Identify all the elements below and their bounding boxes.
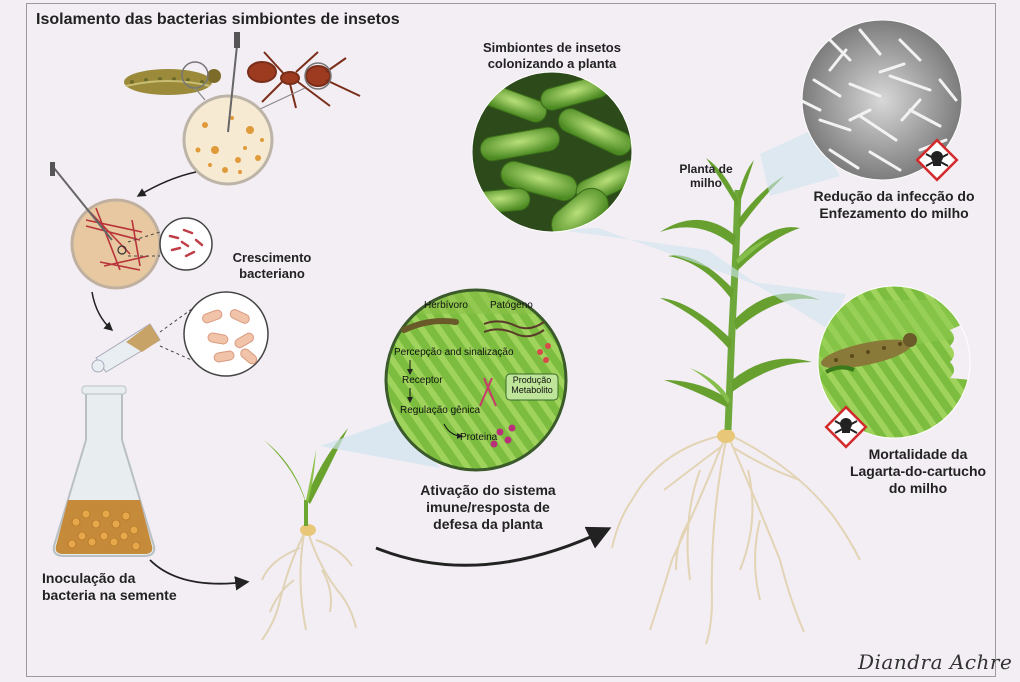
hazard-skull-icon bbox=[915, 138, 959, 182]
activation-label-line: Ativação do sistema bbox=[420, 482, 556, 498]
figure-border bbox=[26, 3, 996, 677]
production-label-line: Produção bbox=[512, 375, 552, 385]
production-label: Produção Metabolito bbox=[506, 375, 558, 396]
mortality-label-line: Mortalidade da bbox=[868, 446, 968, 462]
symbiont-bacteria-icon bbox=[471, 71, 633, 233]
seedling-icon bbox=[261, 428, 357, 641]
arrow-icon bbox=[149, 559, 250, 591]
perception-label: Percepção and sinalização bbox=[394, 347, 514, 358]
inoculation-label-line: Inoculação da bbox=[42, 570, 136, 586]
pathogen-label: Patógeno bbox=[490, 300, 533, 311]
activation-label-line: defesa da planta bbox=[433, 515, 543, 532]
author-signature: Diandra Achre bbox=[858, 650, 1013, 674]
bacteria-zoom-icon bbox=[127, 217, 213, 271]
flask-icon bbox=[52, 385, 156, 557]
arrow-icon bbox=[91, 291, 114, 331]
reduction-label-line: Enfezamento do milho bbox=[819, 204, 969, 221]
inoculation-label-line: bacteria na semente bbox=[42, 586, 177, 603]
figure-title: Isolamento das bacterias simbiontes de i… bbox=[36, 11, 400, 28]
protein-label: Proteina bbox=[460, 432, 498, 443]
mortality-label-line: do milho bbox=[888, 479, 948, 496]
callout-cone bbox=[752, 282, 846, 330]
symbionts-label-line: colonizando a planta bbox=[487, 55, 617, 71]
pathogen-micrograph-icon bbox=[801, 19, 963, 181]
plant-label-line: milho bbox=[690, 176, 722, 191]
connector-line bbox=[257, 87, 306, 111]
caterpillar-damage-icon bbox=[817, 285, 971, 439]
activation-label: Ativação do sistema imune/resposta de de… bbox=[388, 482, 588, 532]
connector-line bbox=[159, 305, 197, 333]
activation-label-line: imune/resposta de bbox=[426, 498, 550, 515]
reduction-label: Redução da infecção do Enfezamento do mi… bbox=[796, 188, 992, 222]
streak-plate-icon bbox=[50, 162, 162, 290]
hazard-skull-icon bbox=[824, 405, 868, 449]
arrow-icon bbox=[375, 526, 612, 567]
plant-label: Planta de milho bbox=[668, 162, 744, 191]
mortality-label-line: Lagarta-do-cartucho bbox=[849, 462, 987, 479]
growth-label-line: Crescimento bbox=[232, 250, 312, 265]
caterpillar-icon bbox=[124, 61, 221, 95]
arrow-icon bbox=[136, 171, 197, 197]
ant-icon bbox=[247, 51, 361, 109]
receptor-label: Receptor bbox=[402, 375, 443, 386]
symbionts-label: Simbiontes de insetos colonizando a plan… bbox=[452, 40, 652, 71]
reduction-label-line: Redução da infecção do bbox=[813, 188, 975, 204]
centrifuge-tube-icon bbox=[91, 323, 161, 373]
regulation-label: Regulação gênica bbox=[400, 405, 481, 416]
symbionts-label-line: Simbiontes de insetos bbox=[483, 40, 621, 55]
production-label-line: Metabolito bbox=[511, 384, 553, 395]
inoculation-label: Inoculação da bacteria na semente bbox=[42, 570, 222, 604]
petri-dish-icon bbox=[182, 32, 274, 186]
connector-line bbox=[194, 87, 206, 101]
plant-label-line: Planta de bbox=[679, 162, 733, 176]
mortality-label: Mortalidade da Lagarta-do-cartucho do mi… bbox=[840, 446, 996, 496]
corn-plant-icon bbox=[611, 158, 861, 645]
growth-label: Crescimento bacteriano bbox=[212, 250, 332, 281]
bacteria-cells-icon bbox=[183, 291, 269, 377]
connector-line bbox=[159, 345, 197, 363]
growth-label-line: bacteriano bbox=[239, 265, 305, 281]
herbivore-label: Herbívoro bbox=[424, 300, 468, 311]
